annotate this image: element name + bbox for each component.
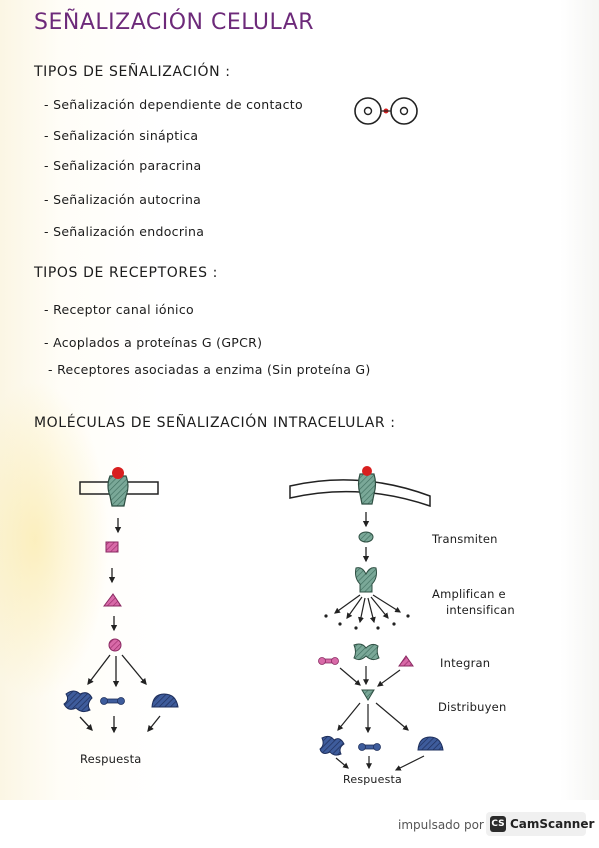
label-amplify: Amplifican e bbox=[432, 587, 506, 601]
effector-dumbbell-icon bbox=[100, 697, 125, 705]
signaling-item-contact: - Señalización dependiente de contacto bbox=[44, 97, 303, 112]
label-intensify: intensifican bbox=[446, 603, 515, 617]
left-cascade-diagram bbox=[63, 467, 179, 734]
powered-by-text: impulsado por bbox=[398, 818, 484, 832]
output-dome-icon bbox=[417, 736, 444, 751]
contact-signaling-icon bbox=[354, 97, 418, 125]
effector-navy-icon bbox=[63, 690, 93, 713]
messenger-square-icon bbox=[105, 541, 119, 553]
page-title: SEÑALIZACIÓN CELULAR bbox=[34, 10, 315, 35]
camscanner-name: CamScanner bbox=[510, 817, 595, 831]
signaling-item-endocrine: - Señalización endocrina bbox=[44, 224, 205, 239]
label-transmit: Transmiten bbox=[432, 532, 498, 546]
output-dumbbell-icon bbox=[358, 743, 381, 751]
right-response-label: Respuesta bbox=[343, 773, 402, 786]
label-integrate: Integran bbox=[440, 656, 491, 670]
page-stain bbox=[0, 380, 110, 700]
input-triangle-icon bbox=[398, 655, 414, 667]
receptor-item-enzyme: - Receptores asociadas a enzima (Sin pro… bbox=[48, 362, 371, 377]
receptor-item-gpcr: - Acoplados a proteínas G (GPCR) bbox=[44, 335, 263, 350]
signaling-heading: TIPOS DE SEÑALIZACIÓN : bbox=[34, 64, 231, 80]
distributor-icon bbox=[361, 689, 375, 701]
right-cascade-diagram bbox=[289, 466, 444, 771]
camscanner-logo-icon: CS bbox=[490, 816, 506, 832]
signaling-item-paracrine: - Señalización paracrina bbox=[44, 158, 202, 173]
receptors-heading: TIPOS DE RECEPTORES : bbox=[34, 265, 218, 281]
label-distribute: Distribuyen bbox=[438, 700, 507, 714]
signaling-diagrams bbox=[63, 97, 444, 771]
effector-dome-icon bbox=[151, 693, 179, 708]
signaling-item-autocrine: - Señalización autocrina bbox=[44, 192, 202, 207]
left-response-label: Respuesta bbox=[80, 752, 142, 766]
scanned-page bbox=[0, 0, 599, 800]
output-navy-icon bbox=[319, 735, 345, 756]
left-receptor-icon bbox=[107, 467, 129, 507]
amplifier-icon bbox=[355, 567, 377, 593]
signaling-item-synaptic: - Señalización sináptica bbox=[44, 128, 199, 143]
amplified-molecules-dots bbox=[324, 614, 410, 630]
input-dumbbell-icon bbox=[318, 657, 339, 665]
integrator-icon bbox=[353, 643, 380, 661]
receptor-item-ion-channel: - Receptor canal iónico bbox=[44, 302, 194, 317]
messenger-circle-icon bbox=[108, 638, 122, 652]
right-receptor-icon bbox=[357, 466, 377, 505]
transmitter-icon bbox=[358, 531, 374, 543]
messenger-triangle-icon bbox=[103, 593, 122, 607]
molecules-heading: MOLÉCULAS DE SEÑALIZACIÓN INTRACELULAR : bbox=[34, 415, 396, 431]
